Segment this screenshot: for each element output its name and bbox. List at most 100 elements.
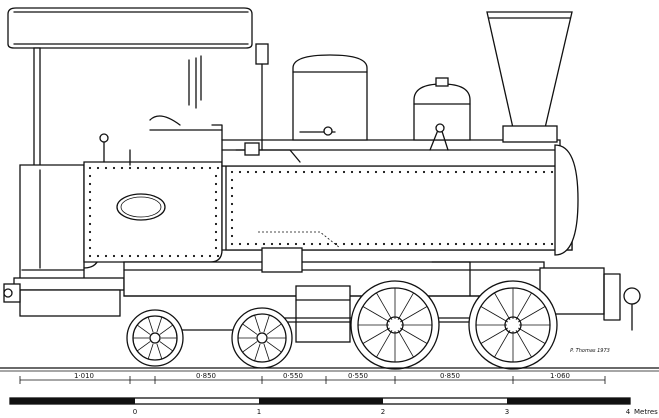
rivet xyxy=(518,170,522,174)
rivet xyxy=(326,170,330,174)
scale-unit: Metres xyxy=(634,408,658,416)
rivet xyxy=(342,242,346,246)
rivet xyxy=(430,170,434,174)
rivet xyxy=(104,166,108,170)
cab-pillars xyxy=(33,47,202,279)
rivet xyxy=(510,170,514,174)
rivet xyxy=(294,170,298,174)
rivet xyxy=(278,242,282,246)
dimension-label: 1·060 xyxy=(550,372,570,380)
rivet xyxy=(486,170,490,174)
rivet xyxy=(326,242,330,246)
rivet xyxy=(502,242,506,246)
rivet xyxy=(406,242,410,246)
dimension-label: 0·850 xyxy=(196,372,216,380)
rivet xyxy=(112,254,116,258)
draughtsman-signature: P. Thomas 1973 xyxy=(570,348,610,354)
rivet xyxy=(88,182,92,186)
rivet xyxy=(414,170,418,174)
rivet xyxy=(542,242,546,246)
rivet xyxy=(542,170,546,174)
rivet xyxy=(88,238,92,242)
scale-tick-label: 3 xyxy=(505,408,509,416)
wheel-spoke xyxy=(242,341,258,353)
wheel-spoke xyxy=(362,327,391,344)
sand-dome xyxy=(413,77,471,141)
rivet xyxy=(88,206,92,210)
wheel-spoke xyxy=(266,341,282,353)
rivet xyxy=(136,166,140,170)
wheel-spoke xyxy=(362,306,391,323)
wheel-spoke xyxy=(517,306,546,323)
builders-plate xyxy=(116,193,166,221)
wheel-spokes xyxy=(133,288,550,362)
rivet xyxy=(422,242,426,246)
rivet xyxy=(230,242,234,246)
rivet xyxy=(120,254,124,258)
rivet xyxy=(430,242,434,246)
wheel-spoke xyxy=(517,327,546,344)
rivet xyxy=(422,170,426,174)
dimension-label: 0·550 xyxy=(283,372,303,380)
rivet xyxy=(200,166,204,170)
rivet xyxy=(88,198,92,202)
rivet xyxy=(470,170,474,174)
rivet xyxy=(286,170,290,174)
rivet xyxy=(302,242,306,246)
rivet xyxy=(230,202,234,206)
wheel-spoke xyxy=(147,343,154,360)
rivet xyxy=(454,170,458,174)
rivet xyxy=(88,254,92,258)
rivet xyxy=(350,170,354,174)
wheel-spoke xyxy=(254,315,261,333)
wheel-spoke xyxy=(159,324,174,335)
rivet xyxy=(104,254,108,258)
rivet xyxy=(270,242,274,246)
dimension-label: 1·010 xyxy=(74,372,94,380)
rivet xyxy=(200,254,204,258)
rivet xyxy=(214,174,218,178)
rivet xyxy=(550,170,554,174)
rivet xyxy=(214,198,218,202)
rivet xyxy=(230,210,234,214)
scale-tick-label: 0 xyxy=(133,408,137,416)
rivet xyxy=(88,230,92,234)
rivet xyxy=(494,242,498,246)
rivet xyxy=(238,170,242,174)
scale-tick-label: 1 xyxy=(257,408,261,416)
rivet xyxy=(518,242,522,246)
wheel-spoke xyxy=(242,323,258,335)
rivet xyxy=(262,242,266,246)
side-tank xyxy=(83,161,573,263)
rivet xyxy=(88,214,92,218)
driving-wheels xyxy=(126,280,558,370)
rivet xyxy=(398,170,402,174)
rivet xyxy=(88,190,92,194)
rivet xyxy=(214,206,218,210)
rivet xyxy=(358,170,362,174)
rivet xyxy=(294,242,298,246)
wheel-spoke xyxy=(254,343,261,361)
wheel-spoke xyxy=(147,316,154,333)
rivet xyxy=(342,170,346,174)
rivet xyxy=(144,166,148,170)
rivet xyxy=(160,254,164,258)
rivet xyxy=(382,170,386,174)
wheel-spoke xyxy=(494,329,511,358)
rivet xyxy=(208,254,212,258)
rivet xyxy=(184,166,188,170)
wheel-spoke xyxy=(494,292,511,321)
rivet xyxy=(230,234,234,238)
rivet xyxy=(254,170,258,174)
rivet xyxy=(374,170,378,174)
scale-bar: 0 1 2 3 4 Metres xyxy=(9,397,658,416)
rivet xyxy=(358,242,362,246)
wheel-spoke xyxy=(480,327,509,344)
scale-tick-label: 4 xyxy=(626,408,631,416)
rivet xyxy=(214,238,218,242)
rivet xyxy=(214,246,218,250)
rivet xyxy=(446,170,450,174)
rivet xyxy=(176,166,180,170)
rivet xyxy=(88,174,92,178)
